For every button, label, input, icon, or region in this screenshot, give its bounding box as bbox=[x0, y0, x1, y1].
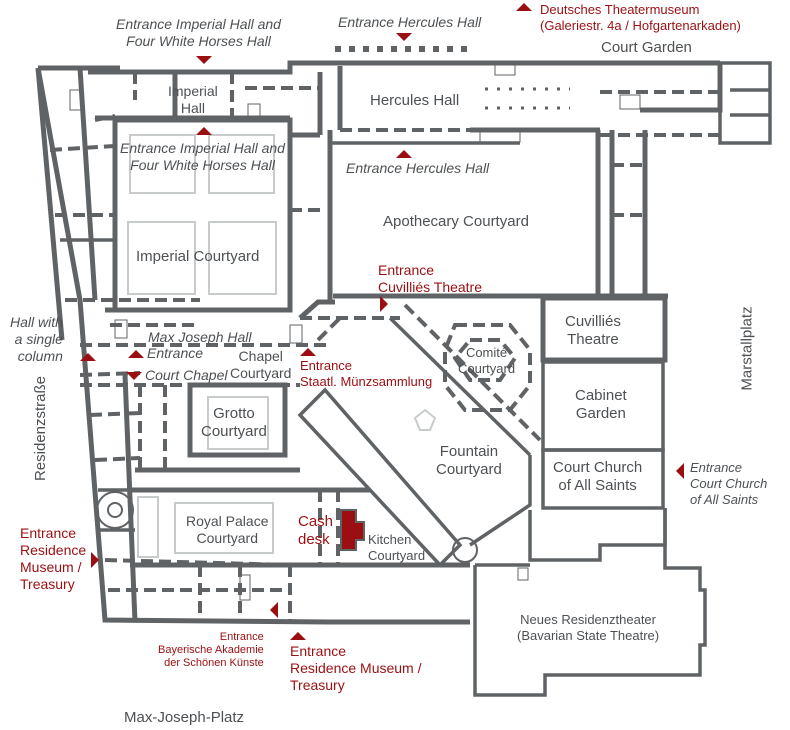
label-fountain-courtyard: Fountain Courtyard bbox=[436, 443, 502, 478]
grotto-courtyard-block bbox=[135, 382, 300, 473]
label-entrance-court-chapel[interactable]: Entrance bbox=[147, 345, 204, 361]
label-hall-single-column: Hall with a single column bbox=[10, 314, 63, 364]
entrance-marker-single-column[interactable] bbox=[80, 353, 96, 361]
label-grotto-courtyard: Grotto Courtyard bbox=[201, 405, 267, 440]
label-marstallplatz: Marstallplatz bbox=[738, 306, 756, 391]
entrance-marker-hercules-inner[interactable] bbox=[396, 150, 412, 158]
label-imperial-courtyard: Imperial Courtyard bbox=[136, 248, 260, 265]
comite-courtyard bbox=[443, 323, 532, 412]
label-entrance-hercules-top[interactable]: Entrance Hercules Hall bbox=[338, 14, 482, 30]
spiral-staircase bbox=[96, 488, 135, 532]
entrance-marker-imperial-top[interactable] bbox=[196, 56, 212, 64]
label-entrance-akademie[interactable]: Entrance Bayerische Akademie der Schönen… bbox=[158, 631, 264, 669]
royal-palace-courtyard-block bbox=[130, 487, 470, 625]
entrance-marker-imperial-inner[interactable] bbox=[196, 127, 212, 135]
entrance-marker-muenzsammlung[interactable] bbox=[300, 348, 316, 356]
label-entrance-muenzsammlung[interactable]: Entrance Staatl. Münzsammlung bbox=[300, 358, 433, 389]
label-neues-residenztheater: Neues Residenztheater (Bavarian State Th… bbox=[517, 612, 660, 643]
east-blocks bbox=[528, 295, 668, 562]
east-garden-wing bbox=[595, 61, 772, 300]
label-residenzstrasse: Residenzstraße bbox=[32, 375, 50, 482]
label-entrance-residence-left[interactable]: Entrance Residence Museum / Treasury bbox=[20, 525, 87, 592]
cash-desk-marker bbox=[340, 509, 365, 551]
label-entrance-theatermuseum[interactable]: Deutsches Theatermuseum (Galeriestr. 4a … bbox=[540, 2, 741, 33]
label-entrance-imperial-inner[interactable]: Entrance Imperial Hall and Four White Ho… bbox=[120, 140, 285, 173]
hercules-hall bbox=[330, 46, 600, 145]
label-entrance-imperial-top[interactable]: Entrance Imperial Hall and Four White Ho… bbox=[116, 16, 281, 49]
label-cuvillies-theatre: Cuvilliés Theatre bbox=[565, 313, 621, 348]
label-entrance-court-church[interactable]: Entrance Court Church of All Saints bbox=[690, 460, 768, 507]
label-entrance-cuvillies[interactable]: Entrance Cuvilliés Theatre bbox=[378, 262, 483, 295]
entrance-marker-theatermuseum[interactable] bbox=[516, 3, 532, 11]
label-cash-desk: Cash desk bbox=[298, 513, 334, 548]
label-chapel-courtyard: Chapel Courtyard bbox=[230, 348, 292, 381]
neues-residenztheater bbox=[473, 508, 707, 697]
label-court-chapel[interactable]: Court Chapel bbox=[145, 367, 228, 383]
entrance-marker-court-chapel-up[interactable] bbox=[128, 350, 144, 358]
entrance-marker-court-chapel-down[interactable] bbox=[126, 372, 142, 380]
label-entrance-hercules-inner[interactable]: Entrance Hercules Hall bbox=[346, 160, 490, 176]
label-comite-courtyard: Comité Courtyard bbox=[458, 345, 516, 376]
label-kitchen-courtyard: Kitchen Courtyard bbox=[368, 532, 426, 563]
entrance-marker-hercules-top[interactable] bbox=[396, 33, 412, 41]
label-cabinet-garden: Cabinet Garden bbox=[575, 387, 627, 422]
fountain-courtyard bbox=[297, 303, 542, 568]
label-royal-palace-courtyard: Royal Palace Courtyard bbox=[186, 513, 269, 546]
entrance-marker-akademie[interactable] bbox=[270, 602, 278, 618]
label-hercules-hall: Hercules Hall bbox=[370, 92, 460, 109]
label-entrance-residence-bottom[interactable]: Entrance Residence Museum / Treasury bbox=[290, 643, 422, 693]
entrance-marker-residence-left[interactable] bbox=[91, 552, 99, 568]
entrance-marker-court-church[interactable] bbox=[676, 463, 684, 479]
label-court-church: Court Church of All Saints bbox=[553, 459, 643, 494]
label-max-joseph-hall: Max Joseph Hall bbox=[148, 329, 252, 345]
stairs bbox=[69, 64, 641, 601]
label-court-garden: Court Garden bbox=[601, 39, 692, 56]
label-imperial-hall: Imperial Hall bbox=[168, 83, 218, 116]
label-apothecary-courtyard: Apothecary Courtyard bbox=[383, 213, 529, 230]
label-max-joseph-platz: Max-Joseph-Platz bbox=[124, 709, 245, 726]
entrance-marker-residence-bottom[interactable] bbox=[290, 632, 306, 640]
entrance-marker-cuvillies[interactable] bbox=[380, 296, 388, 312]
